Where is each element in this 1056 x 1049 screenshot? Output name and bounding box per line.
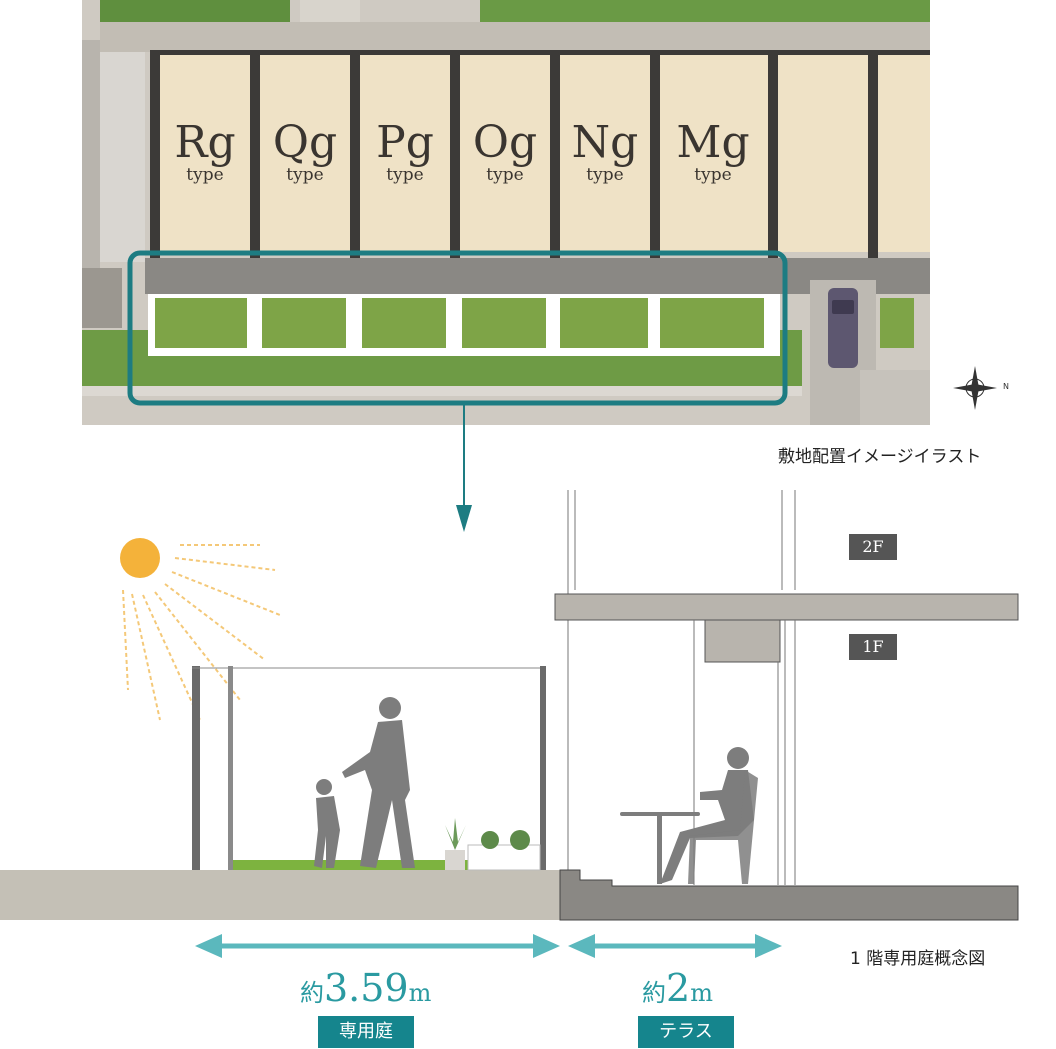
terrace-dimension-arrow (568, 934, 782, 958)
unit-code: Qg (272, 117, 338, 168)
floor-label-1f: 1F (849, 634, 897, 660)
garden-dimension-arrow (195, 934, 560, 958)
unit-type: type (586, 165, 624, 185)
unit-code: Mg (676, 117, 750, 168)
unit-label-og: Og type (455, 117, 555, 185)
garden-plots (148, 294, 914, 356)
terrace-label: テラス (638, 1016, 734, 1048)
site-plan (82, 0, 930, 425)
unit-code: Ng (571, 117, 639, 168)
garden-distance: 約3.59m (300, 966, 431, 1010)
garden-distance-unit: m (408, 979, 432, 1007)
unit-type: type (694, 165, 732, 185)
unit-code: Pg (376, 117, 434, 168)
compass-icon (953, 366, 997, 410)
building-section (554, 490, 1019, 921)
unit-label-rg: Rg type (155, 117, 255, 185)
site-caption: 敷地配置イメージイラスト (778, 447, 982, 467)
floor-label-2f: 2F (849, 534, 897, 560)
sun-rays (122, 544, 281, 721)
unit-label-pg: Pg type (355, 117, 455, 185)
unit-label-mg: Mg type (663, 117, 763, 185)
unit-label-qg: Qg type (255, 117, 355, 185)
section-diagram (0, 490, 1019, 958)
terrace-distance-value: 2 (666, 966, 691, 1010)
down-arrow (456, 405, 472, 532)
garden-label: 専用庭 (318, 1016, 414, 1048)
terrace-distance-unit: m (690, 979, 713, 1007)
highlight-frame (127, 250, 788, 406)
unit-code: Rg (174, 117, 236, 168)
unit-label-ng: Ng type (555, 117, 655, 185)
unit-type: type (186, 165, 224, 185)
unit-type: type (286, 165, 324, 185)
unit-type: type (486, 165, 524, 185)
unit-code: Og (472, 117, 538, 168)
terrace-distance-prefix: 約 (642, 979, 666, 1007)
family-silhouette (314, 697, 415, 868)
plant-icon (445, 818, 466, 850)
garden-distance-value: 3.59 (324, 966, 409, 1010)
sun-icon (120, 538, 160, 578)
woman-silhouette (620, 747, 758, 884)
terrace-distance: 約2m (642, 966, 713, 1010)
unit-walls (150, 50, 930, 262)
section-caption: 1 階専用庭概念図 (850, 949, 986, 969)
compass-north-label: N (1003, 382, 1009, 391)
garden-distance-prefix: 約 (300, 979, 324, 1007)
unit-type: type (386, 165, 424, 185)
